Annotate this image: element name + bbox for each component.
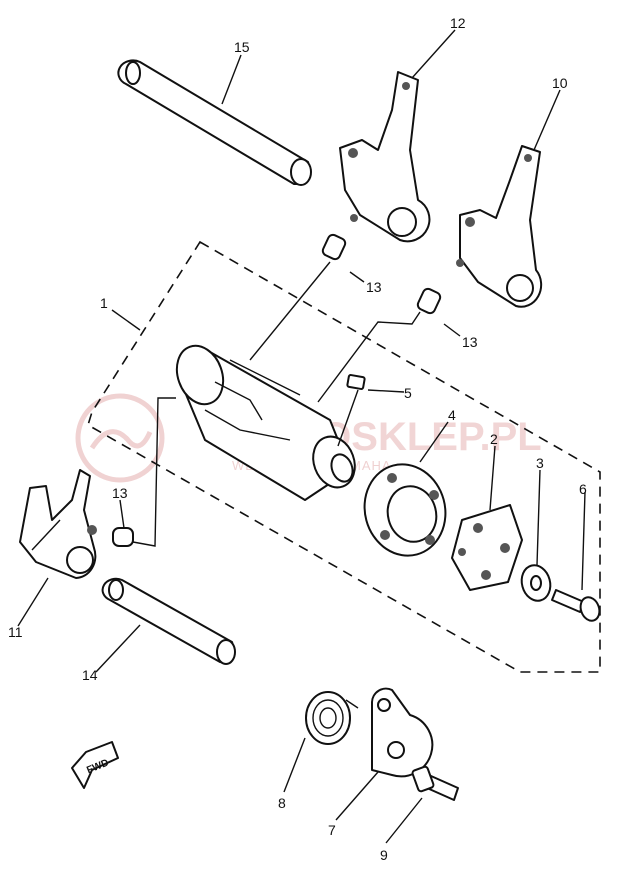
shift-fork-11: [19, 469, 97, 579]
assembly-outline: [87, 240, 601, 673]
segment-cam-2: [451, 504, 523, 591]
guide-pin-13-left: [112, 527, 134, 547]
callout-9: 9: [380, 847, 388, 863]
segment-5: [346, 374, 366, 390]
shift-shaft-15: [117, 59, 312, 186]
callout-5: 5: [404, 385, 412, 401]
watermark-logo-icon: [75, 393, 165, 483]
shift-drum: [175, 344, 356, 501]
bearing-4: [363, 463, 447, 557]
shift-fork-12: [339, 71, 431, 243]
guide-pin-13-right: [416, 287, 442, 315]
stopper-lever-7: [371, 687, 434, 778]
callout-13-right: 13: [462, 334, 478, 350]
callout-labels: 1 2 3 4 5 6 7 8 9 10 11 12 13 13 13 14 1…: [8, 15, 587, 863]
callout-7: 7: [328, 822, 336, 838]
shift-shaft-14: [101, 577, 236, 665]
shift-fork-10: [456, 145, 543, 308]
callout-11: 11: [8, 624, 23, 640]
callout-2: 2: [490, 431, 498, 447]
bolt-9: [411, 765, 459, 801]
watermark-logo-wave-icon: [89, 429, 153, 450]
callout-14: 14: [82, 667, 98, 683]
callout-1: 1: [100, 295, 108, 311]
callout-13-upper: 13: [366, 279, 382, 295]
callout-10: 10: [552, 75, 568, 91]
callout-8: 8: [278, 795, 286, 811]
callout-13-left: 13: [112, 485, 128, 501]
callout-4: 4: [448, 407, 456, 423]
forward-direction-arrow-icon: FWD: [71, 741, 119, 789]
callout-15: 15: [234, 39, 250, 55]
callout-3: 3: [536, 455, 544, 471]
guide-pin-13-upper: [321, 233, 347, 261]
callout-12: 12: [450, 15, 466, 31]
washer-3: [520, 564, 552, 602]
torsion-spring-8: [305, 691, 359, 745]
screw-6: [551, 589, 601, 622]
leader-lines: [17, 29, 586, 844]
callout-6: 6: [579, 481, 587, 497]
